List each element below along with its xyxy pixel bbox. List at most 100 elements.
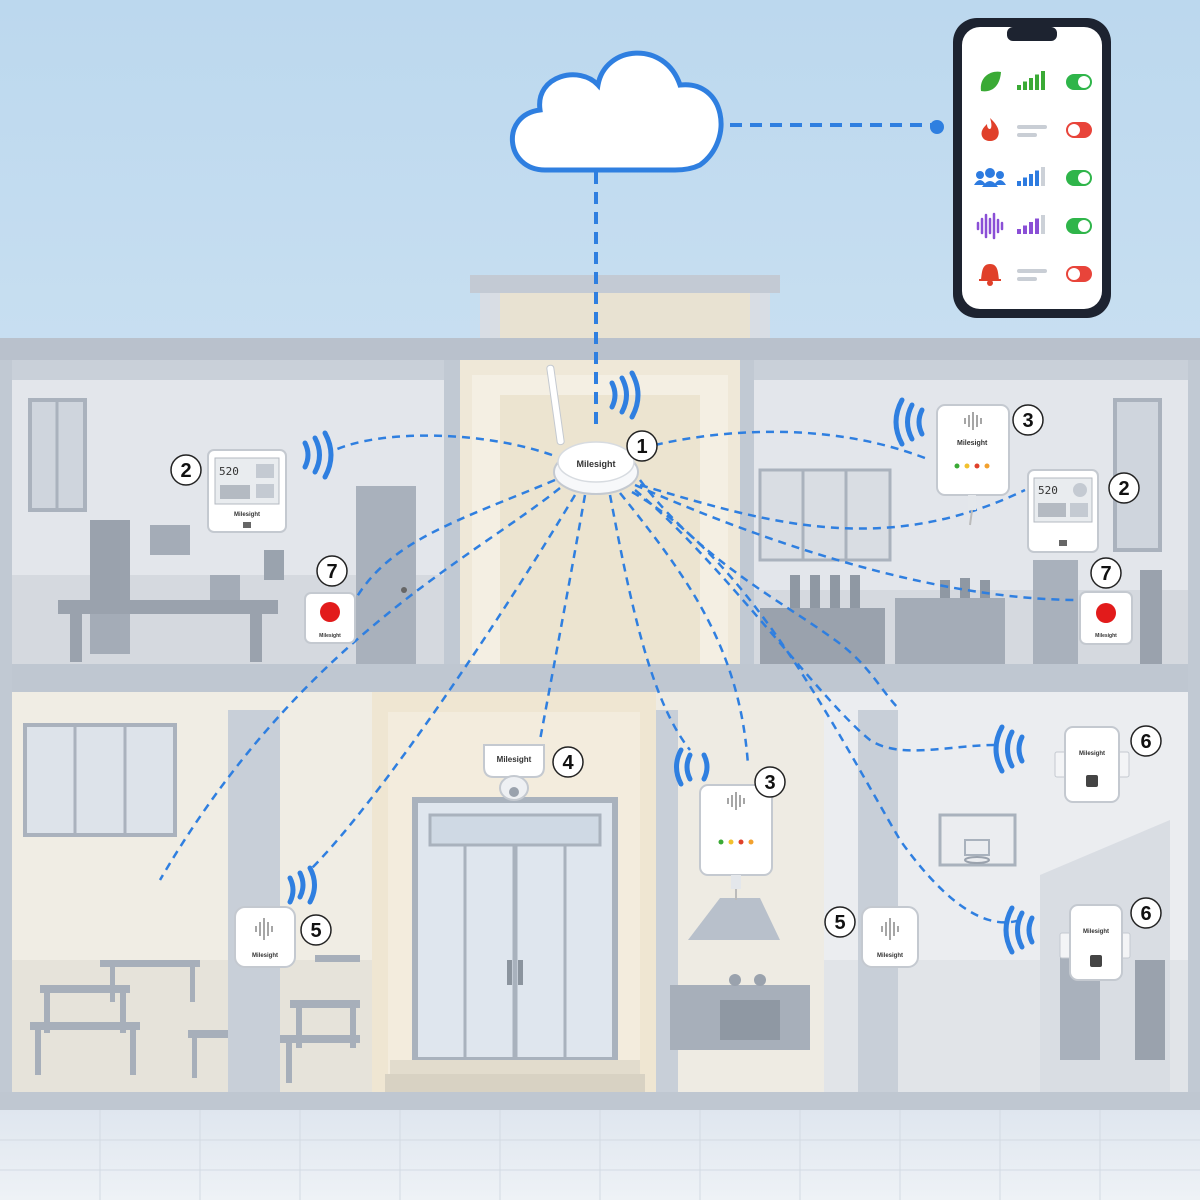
gateway-device: Milesight	[546, 364, 639, 495]
brand-label: Milesight	[1079, 751, 1105, 757]
badge-3: 3	[1012, 404, 1044, 436]
gas-sensor-upper: Milesight	[936, 404, 1010, 526]
toggle-off[interactable]	[1066, 266, 1092, 282]
badge-6: 6	[1130, 725, 1162, 757]
signal-bar	[1035, 170, 1039, 186]
wifi-icon	[674, 747, 710, 787]
svg-text:4: 4	[562, 752, 574, 774]
text-lines-icon	[1017, 269, 1047, 281]
svg-text:1: 1	[636, 436, 647, 458]
badge-4: 4	[552, 746, 584, 778]
emergency-button-left: Milesight	[304, 592, 356, 644]
wifi-icon	[993, 724, 1025, 774]
toggle-on[interactable]	[1066, 218, 1092, 234]
signal-bar	[1041, 215, 1045, 234]
brand-label: Milesight	[234, 512, 260, 518]
wireless-links	[158, 430, 1081, 924]
toggle-on[interactable]	[1066, 74, 1092, 90]
svg-text:3: 3	[1022, 410, 1033, 432]
people-counter: Milesight	[483, 744, 545, 801]
signal-bars-icon	[1017, 215, 1045, 234]
bell-icon	[979, 264, 1001, 286]
badge-1: 1	[626, 430, 658, 462]
brand-label: Milesight	[319, 633, 341, 639]
ambience-monitor-left: 520 Milesight	[207, 449, 287, 533]
sound-sensor-right: Milesight	[861, 906, 919, 968]
badge-7: 7	[1090, 557, 1122, 589]
svg-text:3: 3	[764, 772, 775, 794]
sound-wave-icon	[976, 212, 1004, 240]
signal-bar	[1017, 85, 1021, 90]
badge-6: 6	[1130, 897, 1162, 929]
text-lines-icon	[1017, 125, 1047, 137]
signal-bars-icon	[1017, 167, 1045, 186]
people-icon	[974, 168, 1006, 187]
cloud-links	[594, 123, 935, 430]
central-stairwell	[460, 360, 740, 664]
signal-bar	[1029, 222, 1033, 234]
flame-icon	[981, 118, 999, 141]
signal-bar	[1035, 218, 1039, 234]
svg-text:6: 6	[1140, 731, 1151, 753]
sound-wave-icon	[255, 918, 273, 940]
signal-bars-icon	[1017, 71, 1045, 90]
gas-sensor-lower	[699, 784, 773, 900]
app-row	[981, 118, 1092, 141]
brand-label: Milesight	[957, 440, 988, 447]
brand-label: Milesight	[497, 755, 532, 764]
brand-label: Milesight	[1083, 929, 1109, 935]
signal-waves	[287, 370, 1035, 955]
svg-text:2: 2	[180, 460, 191, 482]
lower-center-kitchen	[656, 692, 824, 1092]
svg-text:5: 5	[310, 920, 321, 942]
sound-wave-icon	[727, 792, 745, 810]
wifi-icon	[302, 430, 334, 480]
app-row	[979, 264, 1092, 286]
toggle-on[interactable]	[1066, 170, 1092, 186]
app-row	[980, 71, 1092, 92]
number-badges: 1 2 2 3 3 4 5 5 6 6 7 7	[170, 404, 1162, 946]
lcd-reading: 520	[219, 465, 239, 478]
app-row	[976, 212, 1092, 240]
signal-bar	[1029, 174, 1033, 186]
badge-2: 2	[1108, 472, 1140, 504]
lcd-reading: 520	[1038, 484, 1058, 497]
signal-bar	[1035, 74, 1039, 90]
signal-bar	[1017, 229, 1021, 234]
door-sensor-upper: Milesight	[1054, 726, 1130, 803]
toggle-off[interactable]	[1066, 122, 1092, 138]
signal-bar	[1023, 81, 1027, 90]
svg-text:7: 7	[326, 561, 337, 583]
svg-text:6: 6	[1140, 903, 1151, 925]
sound-sensor-left: Milesight	[234, 906, 296, 968]
emergency-button-right: Milesight	[1079, 591, 1133, 645]
badge-3: 3	[754, 766, 786, 798]
badge-5: 5	[300, 914, 332, 946]
signal-bar	[1023, 225, 1027, 234]
leaf-icon	[980, 71, 1001, 92]
signal-bar	[1023, 177, 1027, 186]
wifi-icon	[893, 397, 925, 447]
signal-bar	[1041, 167, 1045, 186]
brand-label: Milesight	[576, 459, 615, 469]
wifi-icon	[609, 370, 641, 420]
ambience-monitor-right: 520	[1027, 469, 1099, 553]
walls	[0, 360, 1200, 1092]
sound-wave-icon	[881, 918, 899, 940]
svg-text:7: 7	[1100, 563, 1111, 585]
pavement-tiles	[0, 1110, 1200, 1200]
sound-wave-icon	[964, 412, 982, 430]
brand-label: Milesight	[877, 953, 903, 959]
door-sensor-lower: Milesight	[1059, 904, 1131, 981]
badge-5: 5	[824, 906, 856, 938]
signal-bar	[1041, 71, 1045, 90]
nfc-icon	[1090, 955, 1102, 967]
phone-notch	[1007, 27, 1057, 41]
lower-right-gym	[824, 692, 1188, 1092]
badge-2: 2	[170, 454, 202, 486]
lower-center-entrance	[372, 692, 656, 1092]
signal-bar	[1029, 78, 1033, 90]
svg-text:5: 5	[834, 912, 845, 934]
